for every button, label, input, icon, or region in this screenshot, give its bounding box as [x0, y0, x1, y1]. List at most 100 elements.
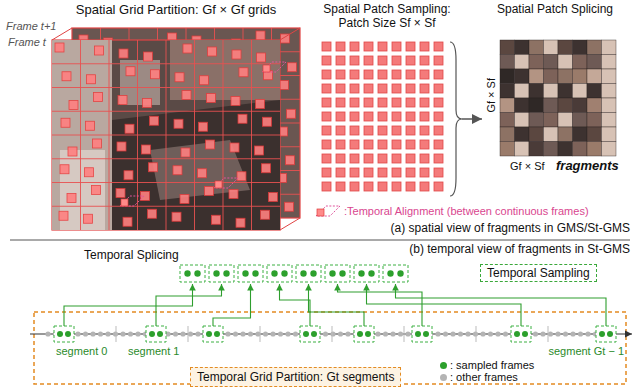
- patch-square: [322, 98, 331, 107]
- sampled-frame-dot: [65, 331, 71, 337]
- other-frame-dot: [240, 331, 245, 336]
- fragment-cell: [558, 69, 573, 84]
- sampled-patch: [208, 47, 217, 56]
- sampled-group: [354, 326, 374, 342]
- patch-square: [420, 140, 429, 149]
- sampled-patch: [126, 67, 135, 76]
- sampled-patch: [239, 68, 248, 77]
- patch-square: [336, 126, 345, 135]
- temporal-sampling-box: Temporal Sampling: [480, 264, 597, 282]
- photo-door: [60, 150, 105, 230]
- fragment-cell: [515, 69, 530, 84]
- patch-square: [392, 168, 401, 177]
- sampled-patch: [287, 109, 296, 118]
- other-frame-dot: [585, 331, 590, 336]
- temporal-alignment-patch: [263, 65, 270, 72]
- other-frame-dot: [578, 331, 583, 336]
- other-frame-dot: [540, 331, 545, 336]
- sampled-patch: [232, 50, 241, 59]
- patch-square: [378, 154, 387, 163]
- patch-square: [434, 126, 443, 135]
- other-frame-dot: [180, 331, 185, 336]
- fragment-cell: [500, 55, 515, 70]
- patch-square: [392, 84, 401, 93]
- other-frame-dot: [278, 331, 283, 336]
- splice-arrow: [280, 284, 311, 326]
- sampled-patch: [237, 172, 246, 181]
- sampled-group: [203, 326, 223, 342]
- sampled-patch: [86, 121, 95, 130]
- sampled-frame-dot: [358, 270, 364, 276]
- sampled-patch: [150, 116, 159, 125]
- fragment-cell: [558, 142, 573, 157]
- fragment-cell: [544, 55, 559, 70]
- sampled-patch: [199, 122, 208, 131]
- other-frame-dot: [435, 331, 440, 336]
- node-heading: Spatial Patch Sampling: Patch Size Sf × …: [312, 2, 462, 31]
- patch-square: [350, 140, 359, 149]
- patch-square: [392, 140, 401, 149]
- segment-tick: [404, 326, 405, 342]
- temporal-alignment-icon: [214, 178, 238, 188]
- patch-sampling-view: Spatial Patch Sampling: Patch Size Sf × …: [312, 2, 462, 198]
- fragment-cell: [515, 84, 530, 99]
- sampled-patch: [182, 91, 191, 100]
- sampled-patch: [68, 147, 77, 156]
- front-frame: [52, 40, 280, 230]
- fragment-cell: [602, 142, 617, 157]
- patch-square: [378, 168, 387, 177]
- sampled-patch: [55, 43, 64, 52]
- node-heading: Temporal Sampling: [487, 266, 590, 280]
- patch-square: [336, 84, 345, 93]
- sampled-frame-dot: [242, 270, 248, 276]
- sampled-patch: [172, 212, 181, 221]
- patch-square: [364, 112, 373, 121]
- grid-line: [194, 40, 195, 230]
- temporal-alignment-patch: [317, 209, 324, 216]
- patch-square: [336, 70, 345, 79]
- sampled-patch: [142, 145, 151, 154]
- sampled-frame-dot: [194, 270, 200, 276]
- sampled-frame-dot: [387, 270, 393, 276]
- sampled-group: [511, 326, 531, 342]
- sampled-frame-dot: [303, 331, 309, 337]
- fragment-cell: [544, 40, 559, 55]
- other-frame-dot: [570, 331, 575, 336]
- patch-square: [434, 112, 443, 121]
- other-frame-dot: [345, 331, 350, 336]
- other-frame-dot: [98, 331, 103, 336]
- fragment-cell: [602, 84, 617, 99]
- segment-label: segment 0: [56, 345, 107, 358]
- patch-square: [350, 182, 359, 191]
- fragment-cell: [500, 113, 515, 128]
- patch-square: [322, 182, 331, 191]
- patch-square: [434, 56, 443, 65]
- other-frame-dot: [83, 331, 88, 336]
- patch-square: [378, 112, 387, 121]
- patch-square: [322, 140, 331, 149]
- node-heading: Temporal Grid Partition: Gt segments: [197, 370, 394, 384]
- other-frame-dot: [608, 331, 613, 336]
- other-frame-dot: [495, 331, 500, 336]
- sampled-patch: [124, 171, 133, 180]
- other-frame-dot: [105, 331, 110, 336]
- sampled-patch: [84, 214, 93, 223]
- legend: : sampled frames: other frames: [440, 359, 534, 383]
- patch-square: [364, 168, 373, 177]
- fragment-cell: [529, 55, 544, 70]
- fragment-cell: [515, 98, 530, 113]
- other-frame-dot: [548, 331, 553, 336]
- sampled-patch: [149, 163, 158, 172]
- sampled-patch: [151, 70, 160, 79]
- splice-arrow: [156, 284, 222, 326]
- fragment-cell: [573, 84, 588, 99]
- sampled-patch: [69, 101, 78, 110]
- connector: [462, 118, 482, 120]
- patch-square: [420, 84, 429, 93]
- sampled-patch: [288, 63, 297, 72]
- patch-square: [406, 154, 415, 163]
- grid-line: [52, 206, 280, 207]
- patch-square: [350, 84, 359, 93]
- sampled-frame-dot: [357, 331, 363, 337]
